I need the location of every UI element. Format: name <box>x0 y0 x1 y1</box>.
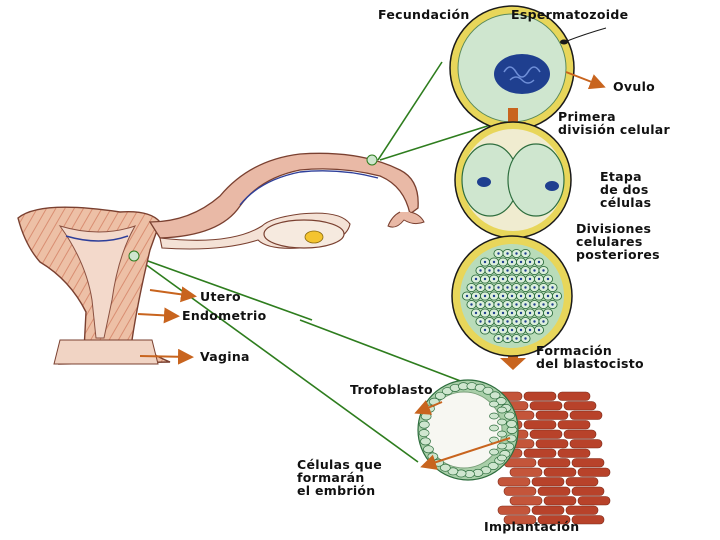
label-arrows <box>137 286 197 365</box>
label-celulas-embrion: Células que formarán el embrión <box>297 457 382 498</box>
label-implantacion: Implantación <box>484 519 580 534</box>
blastocyst-implantation <box>414 379 611 525</box>
label-formacion-blastocisto: Formación del blastocisto <box>536 343 644 371</box>
label-primera-division: Primera división celular <box>558 109 670 137</box>
label-endometrio: Endometrio <box>182 308 267 323</box>
uterus-illustration <box>17 152 425 365</box>
label-ovulo: Ovulo <box>613 79 656 94</box>
label-trofoblasto: Trofoblasto <box>350 382 433 397</box>
label-divisiones-posteriores: Divisiones celulares posteriores <box>576 221 660 262</box>
label-fecundacion: Fecundación <box>378 7 470 22</box>
two-cell-stage <box>454 121 572 239</box>
label-etapa-dos-celulas: Etapa de dos células <box>600 169 652 210</box>
morula <box>451 235 573 357</box>
label-vagina: Vagina <box>200 349 250 364</box>
label-espermatozoide: Espermatozoide <box>511 7 629 22</box>
label-utero: Utero <box>200 289 241 304</box>
